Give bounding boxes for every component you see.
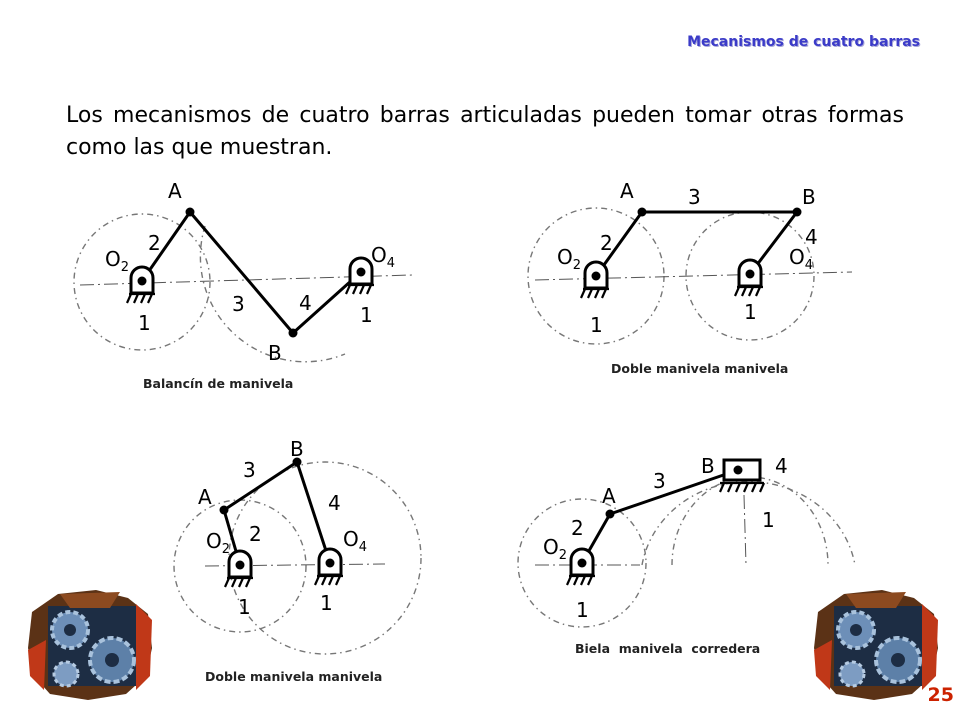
joint-o2 (577, 558, 587, 568)
hatch-line (726, 482, 734, 493)
label-link-3: 3 (688, 185, 701, 209)
joint-a (605, 509, 615, 519)
label-ground-right: 1 (744, 300, 757, 324)
joint-o4 (745, 269, 755, 279)
label-b: B (290, 437, 304, 461)
crank-path-circle (73, 213, 211, 351)
label-ground-left: 1 (590, 313, 603, 337)
diagram-slider-crank: A B O2 2 3 4 1 1 (517, 454, 856, 628)
label-b: B (268, 341, 282, 365)
label-link-2: 2 (249, 522, 262, 546)
joint-a (219, 505, 229, 515)
joint-o4 (325, 558, 335, 568)
label-o4: O4 (343, 527, 367, 555)
joint-o2 (137, 276, 147, 286)
gears-image-right (814, 590, 938, 700)
label-a: A (168, 179, 182, 203)
caption-slider-crank: Biela manivela corredera (575, 641, 761, 656)
label-o4: O4 (789, 245, 813, 273)
joint-a (637, 207, 647, 217)
label-ground-left: 1 (576, 598, 589, 622)
ground-axis (534, 271, 853, 281)
label-o4: O4 (371, 243, 395, 271)
caption-double-crank-bottom: Doble manivela manivela (205, 669, 383, 684)
label-link-4: 4 (328, 491, 341, 515)
link-3 (188, 210, 295, 335)
header-title: Mecanismos de cuatro barras (687, 34, 920, 50)
slider-guide-arc-inner (671, 476, 829, 566)
label-link-2: 2 (148, 231, 161, 255)
label-link-2: 2 (600, 231, 613, 255)
label-b: B (802, 185, 816, 209)
link-4 (295, 460, 332, 565)
joint-o4 (356, 267, 366, 277)
label-o2: O2 (543, 535, 567, 563)
hatch-line (742, 482, 750, 493)
joint-b (733, 465, 743, 475)
caption-crank-rocker: Balancín de manivela (143, 376, 294, 391)
joint-o2 (591, 271, 601, 281)
label-a: A (620, 179, 634, 203)
intro-paragraph: Los mecanismos de cuatro barras articula… (66, 103, 904, 160)
label-link-4: 4 (805, 225, 818, 249)
label-link-3: 3 (243, 458, 256, 482)
label-ground-left: 1 (238, 595, 251, 619)
rocker-arc (199, 225, 346, 363)
label-link-4: 4 (775, 454, 788, 478)
label-ground-slider: 1 (762, 508, 775, 532)
gears-image-left (28, 590, 152, 700)
label-link-3: 3 (232, 292, 245, 316)
crank-path-circle-large (228, 461, 422, 655)
joint-o2 (235, 560, 245, 570)
label-o2: O2 (105, 247, 129, 275)
slider-vertical-axis (743, 494, 747, 566)
label-o2: O2 (557, 245, 581, 273)
joint-b (792, 207, 802, 217)
hatch-line (734, 482, 742, 493)
joint-b (292, 457, 302, 467)
crank-path-circle (517, 498, 647, 628)
page-number: 25 (927, 684, 954, 706)
hatch-line (718, 482, 726, 493)
label-link-2: 2 (571, 516, 584, 540)
label-ground-right: 1 (360, 303, 373, 327)
hatch-line (758, 482, 766, 493)
crank-path-circle-right (685, 211, 815, 341)
joint-a (185, 207, 195, 217)
hatch-line (750, 482, 758, 493)
label-o2: O2 (206, 529, 230, 557)
slider-guide-arc-outer (641, 480, 856, 566)
caption-double-crank-top: Doble manivela manivela (611, 361, 789, 376)
label-ground-left: 1 (138, 311, 151, 335)
link-3 (608, 468, 740, 516)
label-link-3: 3 (653, 469, 666, 493)
diagram-crank-rocker: A B O2 O4 2 3 4 1 1 (73, 179, 413, 365)
label-ground-right: 1 (320, 591, 333, 615)
diagram-double-crank-top: A B O2 O4 2 3 4 1 1 (527, 179, 853, 345)
joint-b (288, 328, 298, 338)
label-link-4: 4 (299, 291, 312, 315)
label-a: A (198, 485, 212, 509)
label-a: A (602, 484, 616, 508)
diagram-double-crank-bottom: A B O2 O4 2 3 4 1 1 (173, 437, 422, 655)
link-3 (222, 460, 299, 512)
crank-path-circle-left (527, 207, 665, 345)
label-b: B (701, 454, 715, 478)
